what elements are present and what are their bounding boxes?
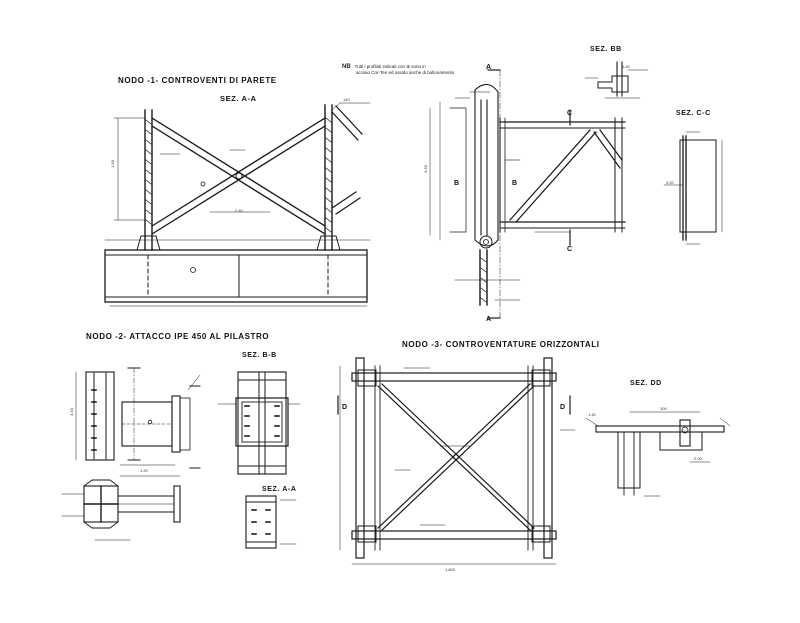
dimension-label: 2.40	[235, 208, 243, 213]
dimension-label: 140	[343, 97, 350, 102]
nodo2-section-bb	[217, 371, 301, 475]
cut-marker-b-left: B	[454, 180, 460, 187]
nodo1-section-bb	[584, 61, 649, 99]
nodo3-title: NODO -3- CONTROVENTATURE ORIZZONTALI	[402, 340, 600, 349]
nodo3-section-dd-label: SEZ. DD	[630, 380, 662, 387]
nodo3-plan	[337, 357, 576, 565]
note-line-1: Tutti i profilati indicati con ⊕ sono in	[354, 64, 426, 69]
note-line-2: acciaio Cor-Ten ed ossido anche di bullo…	[356, 70, 455, 75]
nodo3-section-dd	[585, 411, 731, 497]
dimension-label: 3.20	[666, 180, 674, 185]
dimension-label: 1.20	[140, 468, 148, 473]
nodo1-section-cc-label: SEZ. C-C	[676, 110, 711, 117]
cut-marker-d-right: D	[560, 404, 566, 411]
nodo1-elevation	[104, 102, 371, 307]
nodo2-title: NODO -2- ATTACCO IPE 450 AL PILASTRO	[86, 332, 270, 341]
dimension-label: 4.50	[423, 165, 428, 173]
dimension-label: 100	[660, 406, 667, 411]
dimension-label: 1.40	[588, 412, 596, 417]
cut-marker-a-top: A	[486, 64, 492, 71]
nodo1-section-aa-label: SEZ. A-A	[220, 94, 257, 103]
dimension-label: 2.00	[694, 456, 702, 461]
nodo2-section-bb-label: SEZ. B-B	[242, 352, 277, 359]
cut-marker-c-bottom: C	[567, 246, 573, 253]
nodo2-section-aa-label: SEZ. A-A	[262, 486, 297, 493]
nodo1-title: NODO -1- CONTROVENTI DI PARETE	[118, 76, 277, 85]
note-prefix: NB	[342, 64, 351, 70]
nodo2-elevation	[75, 367, 201, 469]
cut-marker-a-bottom: A	[486, 316, 492, 323]
nodo1-section-aa	[429, 69, 626, 319]
nodo1-section-bb-label: SEZ. BB	[590, 46, 622, 53]
nodo2-section-aa	[245, 495, 297, 549]
dimension-label: 4.50	[69, 408, 74, 416]
dimension-label: 1.60	[110, 160, 115, 168]
dimension-label: 1.800	[445, 567, 456, 572]
nodo1-section-cc	[663, 131, 723, 245]
cut-marker-d-left: D	[342, 404, 348, 411]
cut-marker-b-right: B	[512, 180, 518, 187]
nodo2-plan	[61, 475, 181, 541]
cut-marker-c-top: C	[567, 110, 573, 117]
dimension-label: 1.40	[622, 64, 630, 69]
